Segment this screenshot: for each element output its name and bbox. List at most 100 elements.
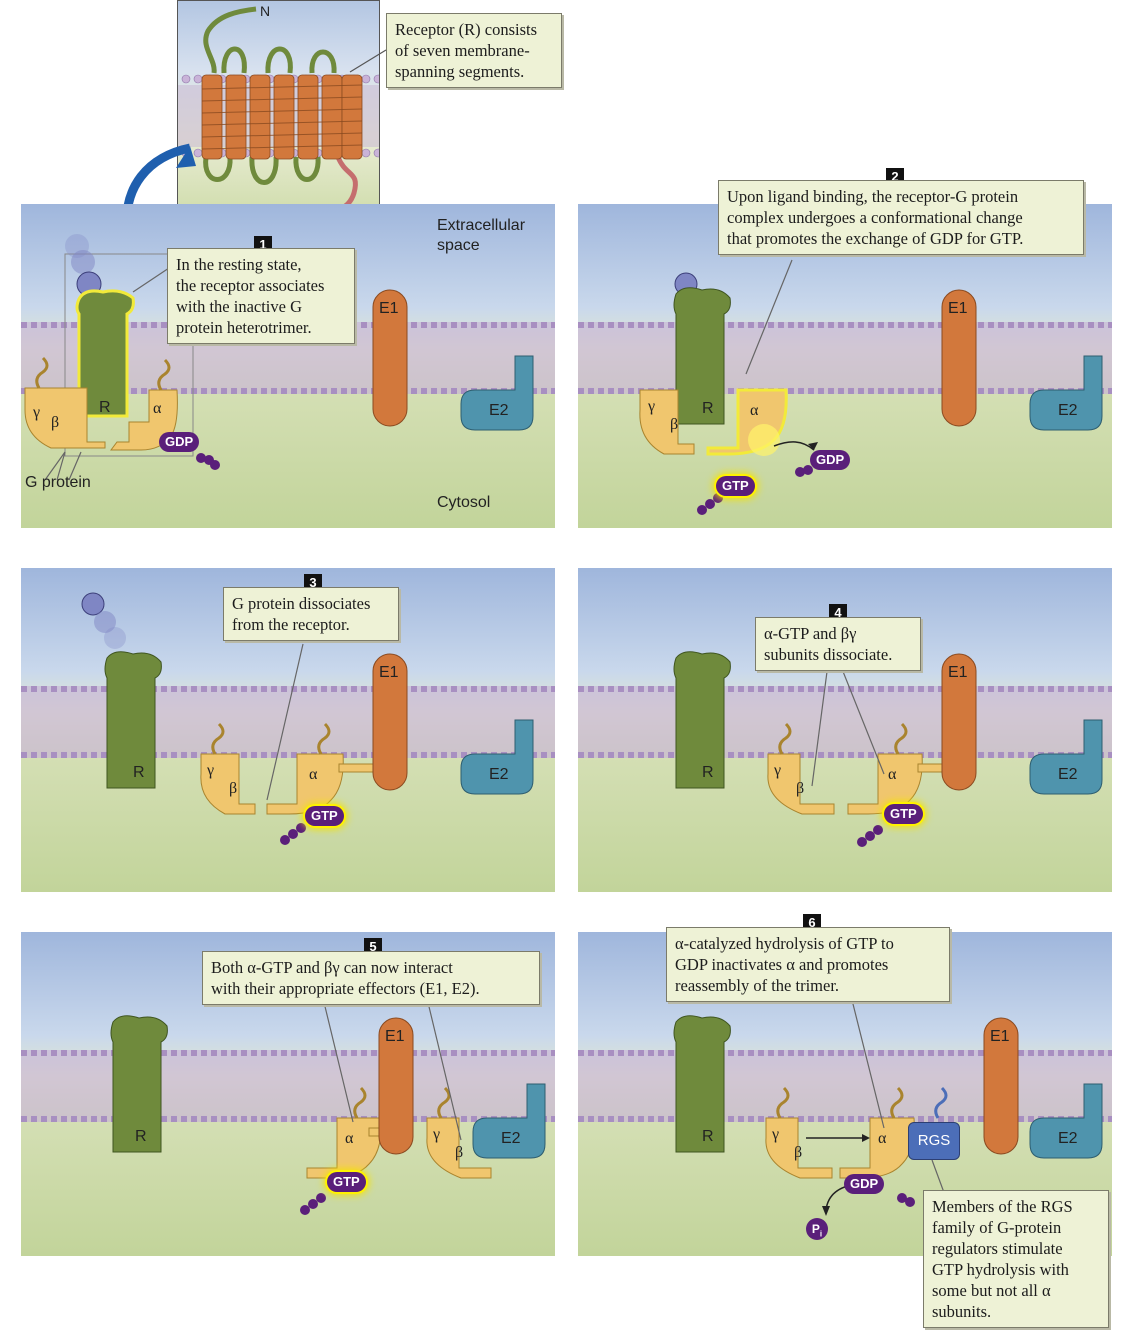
receptor	[75, 289, 135, 418]
alpha-label: α	[878, 1130, 887, 1147]
effector-1	[983, 1017, 1019, 1155]
effector-2	[472, 1083, 546, 1159]
ligand	[81, 592, 105, 616]
receptor-label: R	[99, 399, 111, 416]
alpha-label: α	[345, 1130, 354, 1147]
gdp-molecule: GDP	[159, 432, 200, 452]
effector-1	[378, 1017, 414, 1155]
beta-label: β	[670, 416, 679, 433]
gamma-label: γ	[774, 762, 782, 779]
membrane	[578, 322, 1112, 394]
effector-2	[460, 719, 534, 795]
beta-label: β	[796, 780, 805, 797]
beta-label: β	[229, 780, 238, 797]
alpha-label: α	[750, 402, 759, 419]
gtp-molecule: GTP	[305, 806, 344, 826]
receptor-label: R	[133, 764, 145, 781]
effector-2	[1029, 1083, 1103, 1159]
n-terminus-label: N	[260, 3, 271, 19]
step-2-callout: Upon ligand binding, the receptor-G prot…	[718, 180, 1084, 255]
effector-2	[460, 355, 534, 431]
beta-gamma-subunit	[200, 753, 256, 815]
e2-label: E2	[1058, 1130, 1078, 1147]
e1-label: E1	[379, 664, 399, 681]
step-4-callout: α-GTP and βγ subunits dissociate.	[755, 617, 921, 671]
gtp-molecule: GTP	[716, 476, 755, 496]
g-protein-label: G protein	[25, 474, 91, 491]
cytosol-label: Cytosol	[437, 494, 491, 511]
panel-5-scene	[21, 989, 555, 1215]
e2-label: E2	[1058, 402, 1078, 419]
pi-label: P	[811, 1222, 820, 1236]
gtp-molecule: GTP	[884, 804, 923, 824]
gamma-label: γ	[207, 762, 215, 779]
e2-label: E2	[1058, 766, 1078, 783]
alpha-subunit	[266, 753, 344, 815]
zoom-arrow-head	[176, 146, 196, 168]
seven-tm-receptor-diagram	[178, 6, 379, 221]
panel-3-scene	[21, 592, 555, 845]
gdp-molecule: GDP	[810, 450, 851, 470]
effector-1	[941, 653, 977, 791]
e2-label: E2	[489, 766, 509, 783]
gamma-label: γ	[33, 404, 41, 421]
inset-source-box	[64, 253, 194, 457]
step-5-callout: Both α-GTP and βγ can now interact with …	[202, 951, 540, 1005]
effector-1	[941, 289, 977, 427]
beta-gamma-subunit	[639, 389, 695, 455]
receptor	[673, 1015, 731, 1153]
effector-1	[372, 289, 408, 427]
alpha-subunit	[306, 1117, 382, 1179]
beta-gamma-subunit	[765, 1117, 833, 1179]
receptor-label: R	[702, 1128, 714, 1145]
gamma-label: γ	[648, 398, 656, 415]
e1-label: E1	[948, 300, 968, 317]
membrane	[578, 686, 1112, 758]
alpha-label: α	[888, 766, 897, 783]
step-3-callout: G protein dissociates from the receptor.	[223, 587, 399, 641]
step-1-callout: In the resting state, the receptor assoc…	[167, 248, 355, 344]
gamma-label: γ	[433, 1126, 441, 1143]
gdp-molecule: GDP	[844, 1174, 885, 1194]
beta-gamma-subunit	[24, 387, 106, 449]
step-6-callout: α-catalyzed hydrolysis of GTP to GDP ina…	[666, 927, 950, 1002]
e1-label: E1	[948, 664, 968, 681]
receptor-label: R	[702, 764, 714, 781]
panel-2-scene	[578, 259, 1112, 515]
alpha-subunit	[847, 753, 923, 815]
receptor-label: R	[702, 400, 714, 417]
e1-label: E1	[990, 1028, 1010, 1045]
rgs-note-callout: Members of the RGS family of G-protein r…	[923, 1190, 1109, 1328]
effector-2	[1029, 355, 1103, 431]
panel-step-2: R γ β α E1 E2 GDP GTP	[578, 204, 1112, 528]
membrane	[21, 1050, 555, 1122]
membrane	[21, 686, 555, 758]
inset-callout-pointer	[349, 49, 387, 73]
alpha-label: α	[309, 766, 318, 783]
effector-1	[372, 653, 408, 791]
rgs-protein: RGS	[908, 1122, 960, 1160]
beta-label: β	[51, 414, 60, 431]
receptor-label: R	[135, 1128, 147, 1145]
e2-label: E2	[489, 402, 509, 419]
inset-callout: Receptor (R) consists of seven membrane-…	[386, 13, 562, 88]
panel-4-scene	[578, 651, 1112, 847]
beta-label: β	[794, 1144, 803, 1161]
e1-label: E1	[379, 300, 399, 317]
alpha-subunit	[839, 1117, 915, 1179]
panel-step-3: R γ β α E1 E2 GTP	[21, 568, 555, 892]
gamma-label: γ	[772, 1126, 780, 1143]
effector-2	[1029, 719, 1103, 795]
beta-gamma-subunit	[767, 753, 835, 815]
e2-label: E2	[501, 1130, 521, 1147]
extracellular-label: Extracellular space	[437, 217, 526, 254]
receptor	[104, 651, 162, 789]
panel-1-scene	[21, 234, 555, 481]
membrane	[578, 1050, 1112, 1122]
alpha-label: α	[153, 400, 162, 417]
receptor	[673, 287, 731, 425]
e1-label: E1	[385, 1028, 405, 1045]
receptor	[110, 1015, 168, 1153]
receptor	[673, 651, 731, 789]
panel-step-1: R γ β α E1 E2 GDP G protein Extracellula…	[21, 204, 555, 528]
